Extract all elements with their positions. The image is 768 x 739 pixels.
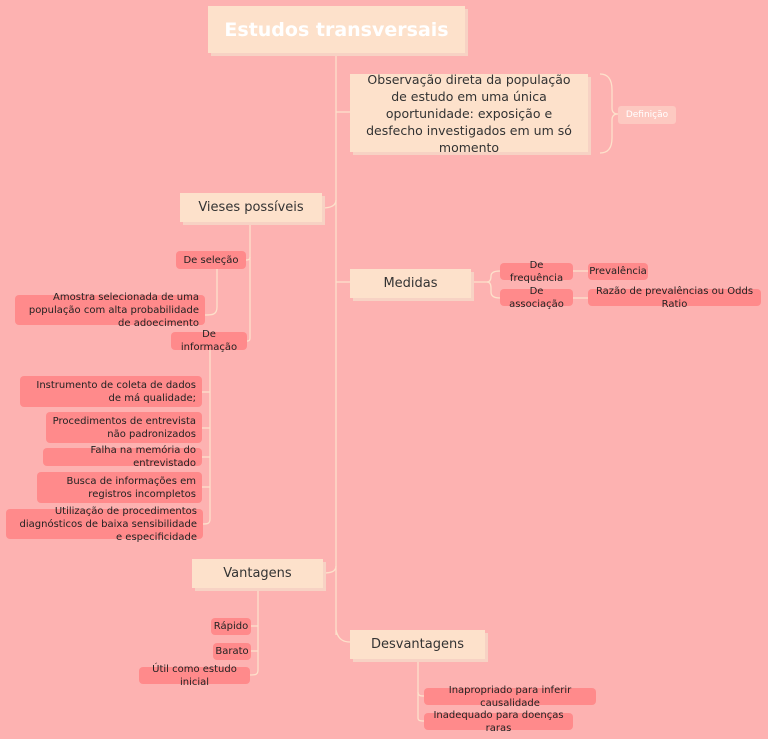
- desvantagens-node: Desvantagens: [350, 630, 485, 659]
- definition-tag: Definição: [618, 106, 676, 124]
- razao-prevalencias-node: Razão de prevalências ou Odds Ratio: [588, 286, 761, 310]
- vies-selecao-node: De seleção: [176, 251, 246, 269]
- definition-node: Observação direta da população de estudo…: [350, 72, 588, 155]
- vies-informacao-item: Busca de informações em registros incomp…: [37, 472, 202, 503]
- vieses-node: Vieses possíveis: [180, 193, 322, 222]
- vantagens-node: Vantagens: [192, 559, 323, 588]
- medida-associacao-node: De associação: [500, 286, 573, 310]
- vies-informacao-node: De informação: [171, 329, 247, 353]
- vies-informacao-item: Instrumento de coleta de dados de má qua…: [20, 376, 202, 407]
- desvantagem-item: Inadequado para doenças raras: [424, 710, 573, 734]
- vantagem-item: Rápido: [211, 618, 251, 635]
- map-title: Estudos transversais: [208, 6, 465, 53]
- vies-informacao-item: Falha na memória do entrevistado: [43, 445, 202, 469]
- vies-selecao-item: Amostra selecionada de uma população com…: [15, 292, 205, 329]
- desvantagem-item: Inapropriado para inferir causalidade: [424, 685, 596, 709]
- prevalencia-node: Prevalência: [588, 263, 648, 280]
- medida-frequencia-node: De frequência: [500, 260, 573, 284]
- vantagem-item: Útil como estudo inicial: [139, 664, 250, 688]
- vies-informacao-item: Procedimentos de entrevista não padroniz…: [46, 412, 202, 443]
- vantagem-item: Barato: [213, 643, 251, 660]
- medidas-node: Medidas: [350, 269, 471, 298]
- vies-informacao-item: Utilização de procedimentos diagnósticos…: [6, 506, 203, 543]
